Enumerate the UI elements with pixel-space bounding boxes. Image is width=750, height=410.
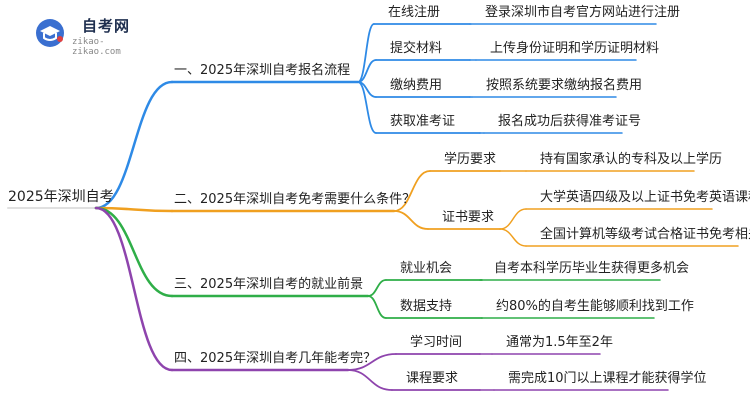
leaf-node-1-1-1[interactable]: 登录深圳市自考官方网站进行注册 (485, 5, 681, 20)
child-node-1-1[interactable]: 在线注册 (388, 5, 441, 20)
child-node-2-1[interactable]: 学历要求 (444, 152, 497, 167)
graduation-cap-icon (36, 19, 64, 47)
branch-link-1 (94, 80, 174, 210)
logo-title: 自考网 (82, 17, 131, 35)
branch-link-3 (94, 206, 174, 298)
child-node-1-2[interactable]: 提交材料 (390, 41, 443, 56)
child-link-1-4 (357, 81, 377, 134)
branch-link-2 (94, 206, 174, 213)
child-node-2-2[interactable]: 证书要求 (442, 210, 495, 225)
branch-node-4[interactable]: 四、2025年深圳自考几年能考完？ (174, 351, 377, 366)
child-node-1-4[interactable]: 获取准考证 (390, 114, 456, 129)
site-logo[interactable]: 自考网 zikao-zikao.com (34, 13, 144, 57)
leaf-node-2-2-2[interactable]: 全国计算机等级考试合格证书免考相关课程 (540, 227, 750, 242)
leaf-node-1-4-1[interactable]: 报名成功后获得准考证号 (498, 114, 642, 129)
leaf-link-2-2-1 (499, 208, 527, 230)
mindmap-links (7, 23, 739, 391)
child-node-4-2[interactable]: 课程要求 (406, 371, 459, 386)
child-node-4-1[interactable]: 学习时间 (410, 335, 463, 350)
leaf-node-1-2-1[interactable]: 上传身份证明和学历证明材料 (490, 41, 660, 56)
leaf-node-2-1-1[interactable]: 持有国家承认的专科及以上学历 (540, 152, 723, 167)
branch-link-4 (94, 206, 174, 372)
logo-url: zikao-zikao.com (72, 37, 121, 57)
child-node-3-1[interactable]: 就业机会 (400, 261, 453, 276)
leaf-node-4-1-1[interactable]: 通常为1.5年至2年 (506, 335, 613, 350)
child-link-3-2 (367, 295, 387, 319)
leaf-node-3-1-1[interactable]: 自考本科学历毕业生获得更多机会 (494, 261, 690, 276)
child-link-3-1 (367, 279, 387, 297)
leaf-node-1-3-1[interactable]: 按照系统要求缴纳报名费用 (486, 78, 643, 93)
root-node[interactable]: 2025年深圳自考 (8, 189, 114, 205)
branch-node-3[interactable]: 三、2025年深圳自考的就业前景 (174, 277, 364, 292)
leaf-link-2-2-2 (499, 228, 527, 247)
child-node-3-2[interactable]: 数据支持 (400, 299, 453, 314)
child-link-2-1 (393, 170, 431, 212)
leaf-node-2-2-1[interactable]: 大学英语四级及以上证书免考英语课程 (540, 190, 750, 205)
child-link-1-1 (357, 23, 375, 83)
child-link-4-2 (347, 369, 393, 391)
leaf-node-4-2-1[interactable]: 需完成10门以上课程才能获得学位 (508, 371, 707, 386)
branch-node-2[interactable]: 二、2025年深圳自考免考需要什么条件？ (174, 192, 416, 207)
branch-node-1[interactable]: 一、2025年深圳自考报名流程 (174, 63, 351, 78)
child-node-1-3[interactable]: 缴纳费用 (390, 78, 443, 93)
leaf-node-3-2-1[interactable]: 约80%的自考生能够顺利找到工作 (496, 299, 694, 314)
child-link-2-2 (393, 210, 429, 230)
